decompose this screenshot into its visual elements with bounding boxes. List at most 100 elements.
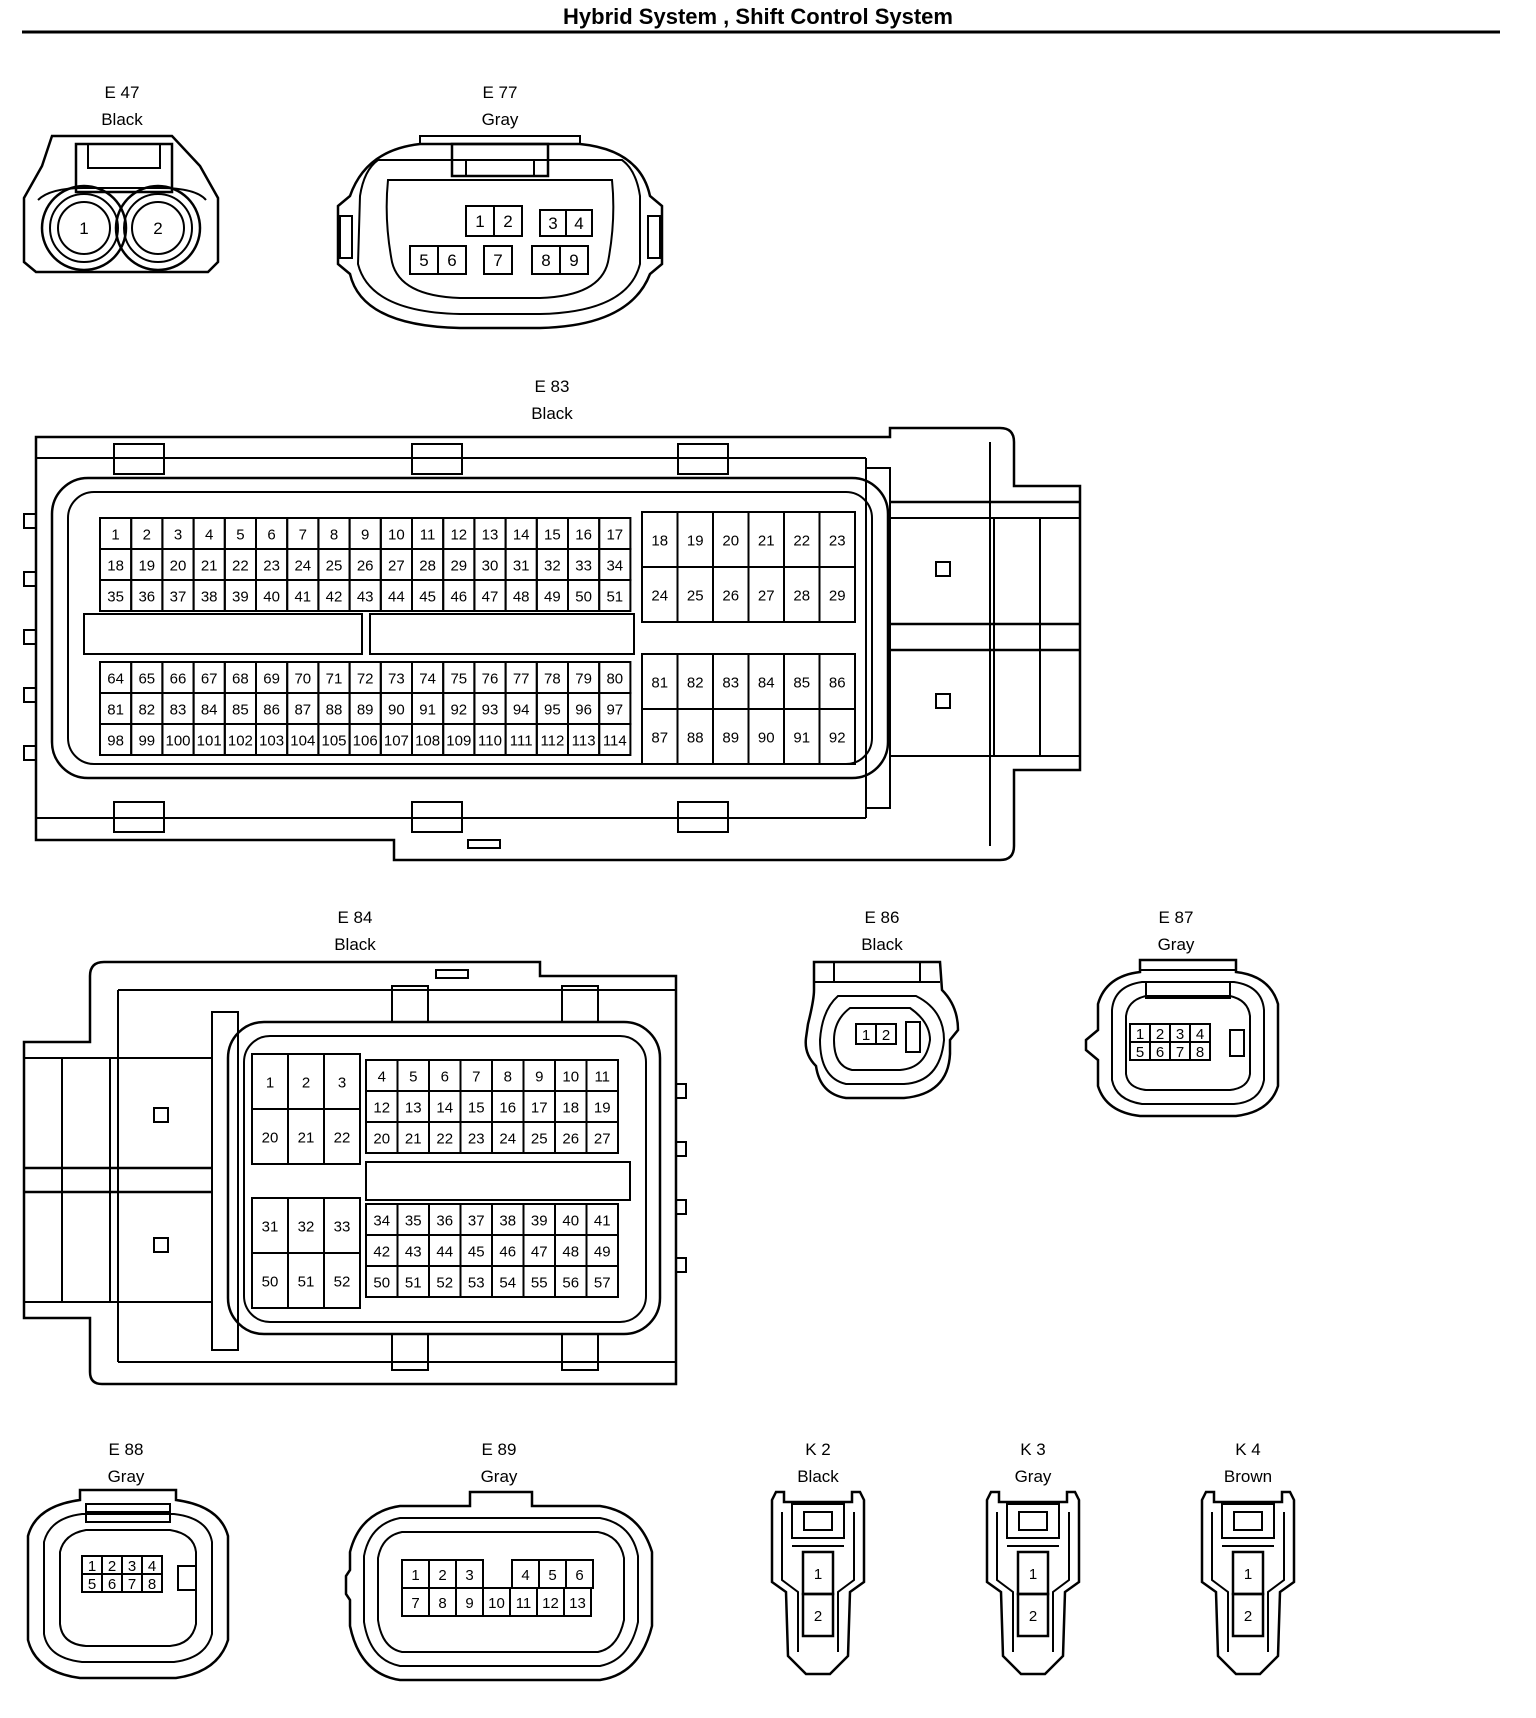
pin-label: 114 [603,733,627,750]
pin-label: 40 [263,589,280,606]
pin-label: 6 [441,1069,449,1086]
pin-label: 40 [562,1213,579,1230]
pin-label: 83 [170,702,187,719]
pin-label: 1 [88,1558,96,1575]
pin-label: 1 [411,1567,419,1584]
connector-latch [1221,1503,1275,1539]
pin-label: 3 [174,527,182,544]
pin-label: 12 [373,1100,390,1117]
pin-label: 4 [378,1069,386,1086]
lock-window [935,693,951,709]
pin-label: 1 [111,527,119,544]
pin-label: 4 [521,1567,529,1584]
pin-label: 18 [651,533,668,550]
pin-label: 7 [493,251,502,270]
pin-label: 4 [1196,1026,1204,1043]
pin-label: 17 [531,1100,548,1117]
connector-housing [770,1490,866,1676]
pin-label: 49 [544,589,561,606]
pin-label: 27 [388,558,405,575]
pin-cell [483,245,513,275]
connector-housing [22,134,220,274]
pin-label: 26 [562,1131,579,1148]
pin-label: 26 [722,588,739,605]
pin-label: 36 [138,589,155,606]
pin-label: 3 [548,214,557,233]
pin-label: 48 [562,1244,579,1261]
connector-color: Gray [1015,1467,1052,1486]
connector-id: E 86 [865,908,900,927]
pin-cell [437,245,467,275]
pin-label: 113 [572,733,596,750]
pin-label: 83 [722,675,739,692]
pin-label: 55 [531,1275,548,1292]
pin-label: 2 [143,527,151,544]
pin-label: 51 [606,589,623,606]
pin-label: 1 [1029,1566,1037,1583]
pin-label: 27 [758,588,775,605]
pin-label: 5 [1136,1044,1144,1061]
pin-label: 88 [687,730,704,747]
pin-label: 18 [562,1100,579,1117]
pin-cavity [114,184,202,272]
pin-label: 24 [294,558,311,575]
pin-label: 68 [232,671,249,688]
pin-label: 34 [373,1213,390,1230]
pin-label: 57 [594,1275,611,1292]
pin-label: 1 [266,1075,274,1092]
connector-housing [336,142,664,330]
pin-label: 19 [687,533,704,550]
pin-label: 22 [334,1130,351,1147]
pin-label: 54 [499,1275,516,1292]
connector-id: K 4 [1235,1440,1261,1459]
pin-label: 21 [298,1130,315,1147]
pin-label: 46 [499,1244,516,1261]
pin-label: 66 [170,671,187,688]
connector-k4: K 4 Brown 12 [1200,1440,1296,1676]
connector-id: K 3 [1020,1440,1046,1459]
pin-label: 71 [326,671,343,688]
pin-label: 86 [263,702,280,719]
pin-label: 90 [388,702,405,719]
pin-label: 9 [535,1069,543,1086]
connector-color: Black [101,110,143,129]
pin-label: 9 [465,1595,473,1612]
pin-label: 75 [450,671,467,688]
pin-label: 1 [475,212,484,231]
pin-label: 20 [722,533,739,550]
pin-label: 1 [862,1027,870,1044]
pin-label: 105 [321,733,346,750]
pin-label: 31 [262,1219,279,1236]
pin-label: 50 [262,1274,279,1291]
connector-color: Gray [481,1467,518,1486]
connector-id: E 89 [482,1440,517,1459]
pin-label: 72 [357,671,374,688]
pin-label: 52 [436,1275,453,1292]
pin-label: 23 [829,533,846,550]
pin-cell [818,708,856,765]
pin-label: 91 [419,702,436,719]
pin-label: 6 [575,1567,583,1584]
pin-label: 8 [1196,1044,1204,1061]
pin-label: 100 [165,733,190,750]
connector-id: E 87 [1159,908,1194,927]
connector-id: E 83 [535,377,570,396]
connector-e47: E 47 Black 1 2 [22,83,220,274]
pin-label: 64 [107,671,124,688]
pin-label: 95 [544,702,561,719]
pin-label: 1 [1136,1026,1144,1043]
pin-label: 86 [829,675,846,692]
connector-housing [26,1488,230,1680]
pin-label: 77 [513,671,530,688]
pin-label: 42 [326,589,343,606]
pin-label: 7 [472,1069,480,1086]
pin-label: 22 [232,558,249,575]
pin-label: 8 [148,1576,156,1593]
pin-label: 47 [531,1244,548,1261]
pin-label: 4 [574,214,583,233]
pin-cell [323,1108,361,1165]
